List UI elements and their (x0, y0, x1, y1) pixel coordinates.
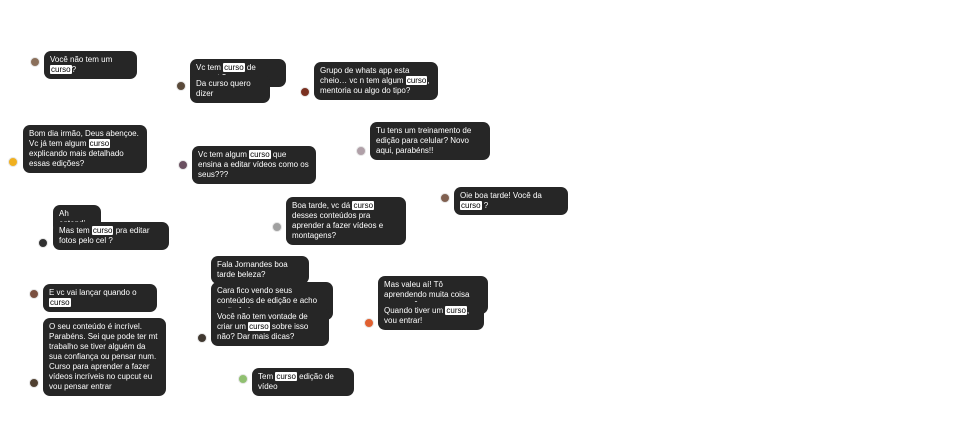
message-text: Tem (258, 372, 276, 381)
avatar[interactable] (8, 157, 18, 167)
message-text: Boa tarde, vc dá (292, 201, 353, 210)
message-bubble: Mas tem curso pra editar fotos pelo cel … (53, 222, 169, 250)
message-text: Mas tem (59, 226, 92, 235)
message-text: que ensina a editar vídeos como os seus?… (198, 150, 309, 179)
avatar[interactable] (178, 160, 188, 170)
highlighted-word: curso (248, 322, 270, 331)
message-bubble: Quando tiver um curso, vou entrar! (378, 302, 484, 330)
highlighted-word: curso (352, 201, 375, 210)
message-text: Fala Jornandes boa tarde beleza? (217, 260, 288, 279)
message-text: Vc tem algum (198, 150, 250, 159)
message-bubble: Vc tem algum curso que ensina a editar v… (192, 146, 316, 184)
message-text: Oie boa tarde! Você da (460, 191, 542, 200)
avatar[interactable] (300, 87, 310, 97)
message-text: Grupo de whats app esta cheio… vc n tem … (320, 66, 410, 85)
message-text: E vc vai lançar quando o (49, 288, 137, 297)
message-bubble: Tu tens um treinamento de edição para ce… (370, 122, 490, 160)
message-bubble: Bom dia irmão, Deus abençoe. Vc já tem a… (23, 125, 147, 173)
message-text: , mentoria ou algo do tipo? (320, 76, 430, 95)
message-text: sobre isso não? Dar mais dicas? (217, 322, 309, 341)
message-bubble: Boa tarde, vc dá curso desses conteúdos … (286, 197, 406, 245)
message-text: O seu conteúdo é incrível. Parabéns. Sei… (49, 322, 158, 391)
avatar[interactable] (272, 222, 282, 232)
avatar[interactable] (197, 333, 207, 343)
message-text: Bom dia irmão, Deus abençoe. Vc já tem a… (29, 129, 139, 148)
highlighted-word: curso (49, 298, 71, 307)
message-bubble: E vc vai lançar quando o curso (43, 284, 157, 312)
highlighted-word: curso (460, 201, 482, 210)
message-bubble: O seu conteúdo é incrível. Parabéns. Sei… (43, 318, 166, 396)
message-text: , vou entrar! (384, 306, 470, 325)
message-text: Da curso quero dizer (196, 79, 251, 98)
message-text: Vc tem (196, 63, 224, 72)
message-text: pra editar fotos pelo cel ? (59, 226, 150, 245)
avatar[interactable] (238, 374, 248, 384)
message-bubble: Você não tem vontade de criar um curso s… (211, 308, 329, 346)
highlighted-word: curso (249, 150, 271, 159)
message-bubble: Fala Jornandes boa tarde beleza? (211, 256, 309, 284)
avatar[interactable] (364, 318, 374, 328)
highlighted-word: curso (88, 139, 111, 148)
avatar[interactable] (38, 238, 48, 248)
avatar[interactable] (176, 81, 186, 91)
message-text: edição de vídeo (258, 372, 334, 391)
message-text: Quando tiver um (384, 306, 446, 315)
message-text: desses conteúdos pra aprender a fazer ví… (292, 211, 384, 240)
message-text: Você não tem um (50, 55, 113, 64)
message-text: ? (481, 201, 489, 210)
message-text: explicando mais detalhado essas edições? (29, 149, 124, 168)
message-text: Você não tem vontade de criar um (217, 312, 308, 331)
message-bubble: Você não tem um curso? (44, 51, 137, 79)
message-bubble: Da curso quero dizer (190, 75, 270, 103)
highlighted-word: curso (275, 372, 297, 381)
avatar[interactable] (29, 289, 39, 299)
message-bubble: Tem curso edição de vídeo (252, 368, 354, 396)
highlighted-word: curso (405, 76, 428, 85)
message-bubble: Oie boa tarde! Você da curso ? (454, 187, 568, 215)
message-text: ? (71, 65, 77, 74)
avatar[interactable] (29, 378, 39, 388)
highlighted-word: curso (445, 306, 467, 315)
highlighted-word: curso (50, 65, 72, 74)
highlighted-word: curso (91, 226, 114, 235)
highlighted-word: curso (223, 63, 245, 72)
avatar[interactable] (440, 193, 450, 203)
avatar[interactable] (30, 57, 40, 67)
avatar[interactable] (356, 146, 366, 156)
message-bubble: Grupo de whats app esta cheio… vc n tem … (314, 62, 438, 100)
message-text: Tu tens um treinamento de edição para ce… (376, 126, 472, 155)
